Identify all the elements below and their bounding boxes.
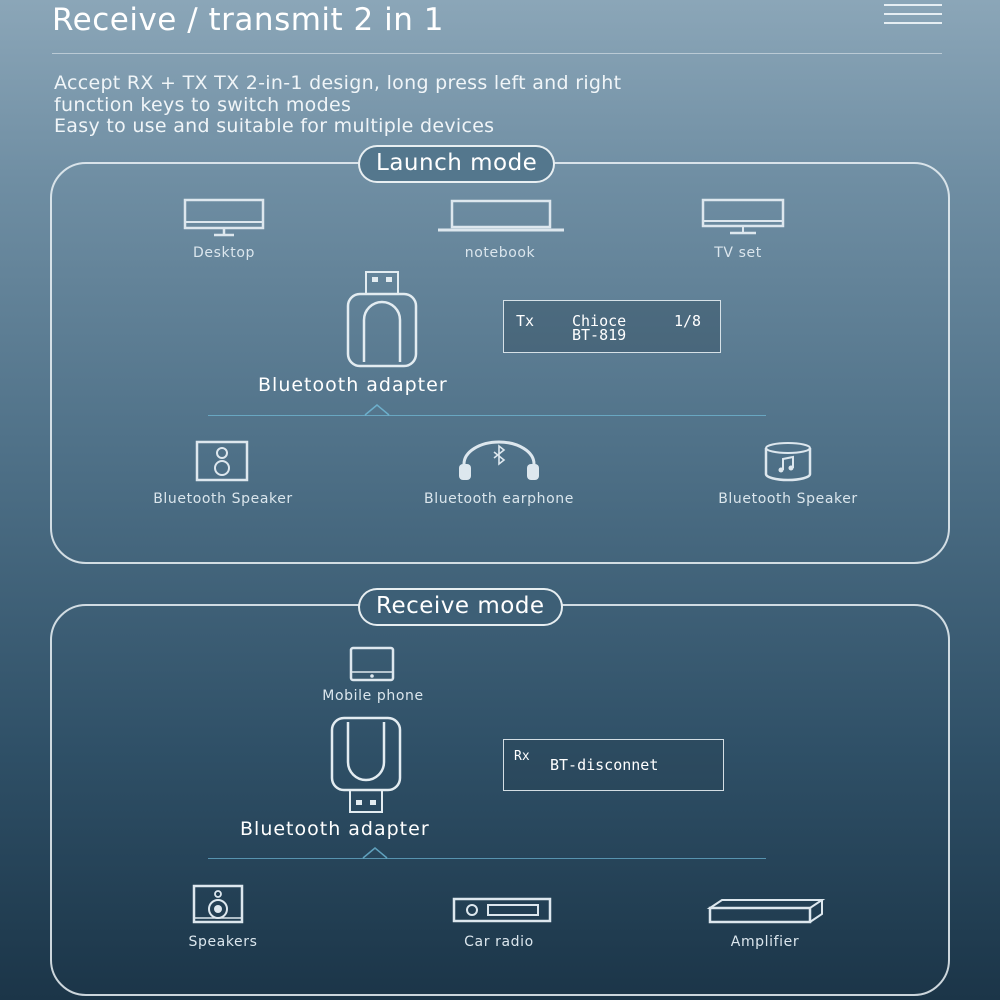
- description-line: Accept RX + TX TX 2-in-1 design, long pr…: [54, 72, 622, 94]
- rx-display: Rx BT-disconnet: [503, 739, 724, 791]
- headphone-icon: [459, 440, 539, 480]
- receive-divider: [208, 858, 766, 859]
- bluetooth-adapter-icon: [330, 716, 402, 813]
- header-divider: [52, 53, 942, 54]
- launch-adapter-label: Bluetooth adapter: [258, 374, 448, 396]
- phone-icon: [349, 646, 395, 682]
- cylinder-speaker-icon: [764, 442, 812, 482]
- laptop-icon: [438, 199, 564, 232]
- speakers-icon: [192, 884, 244, 924]
- tv-icon: [701, 198, 785, 235]
- source-label-phone: Mobile phone: [322, 688, 424, 704]
- rx-status-text: BT-disconnet: [550, 756, 659, 774]
- launch-mode-title: Launch mode: [358, 145, 556, 183]
- launch-divider: [208, 415, 766, 416]
- receive-adapter-label: Bluetooth adapter: [240, 818, 430, 840]
- target-label-speaker: Bluetooth Speaker: [153, 491, 293, 507]
- source-label-notebook: notebook: [464, 245, 536, 261]
- target-label-cylinder-speaker: Bluetooth Speaker: [718, 491, 858, 507]
- menu-icon[interactable]: [884, 4, 942, 28]
- page-title: Receive / transmit 2 in 1: [52, 2, 444, 38]
- rx-mode-text: Rx: [514, 749, 530, 764]
- target-label-amplifier: Amplifier: [730, 934, 800, 950]
- source-label-desktop: Desktop: [193, 245, 255, 261]
- divider-notch-icon: [362, 847, 388, 859]
- description-line: function keys to switch modes: [54, 94, 352, 116]
- target-label-car-radio: Car radio: [464, 934, 534, 950]
- tx-mode-text: Tx: [516, 312, 535, 330]
- target-label-earphone: Bluetooth earphone: [424, 491, 574, 507]
- tx-device-text: BT-819: [572, 326, 627, 344]
- amplifier-icon: [706, 899, 826, 924]
- target-label-speakers: Speakers: [188, 934, 258, 950]
- car-radio-icon: [452, 897, 552, 923]
- desktop-icon: [183, 198, 265, 237]
- description-line: Easy to use and suitable for multiple de…: [54, 115, 495, 137]
- tx-counter-text: 1/8: [674, 312, 702, 330]
- divider-notch-icon: [364, 404, 390, 416]
- tx-display: Tx Chioce 1/8 BT-819: [503, 300, 721, 353]
- source-label-tv: TV set: [714, 245, 762, 261]
- bluetooth-adapter-icon: [346, 271, 418, 368]
- receive-mode-title: Receive mode: [358, 588, 563, 626]
- tx-status-text: Chioce: [572, 312, 627, 330]
- speaker-icon: [195, 440, 249, 482]
